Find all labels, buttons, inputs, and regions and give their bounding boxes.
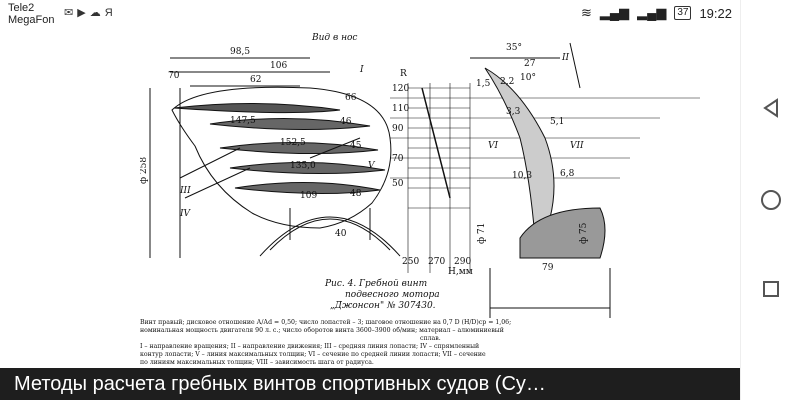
roman-5: V <box>368 161 376 171</box>
dim-40: 40 <box>335 229 347 239</box>
home-icon <box>761 190 781 210</box>
home-button[interactable] <box>758 187 784 213</box>
back-button[interactable] <box>758 95 784 121</box>
dim-62: 62 <box>250 75 261 85</box>
dim-5-1: 5,1 <box>550 117 564 127</box>
wifi-icon: ≋ <box>580 5 592 20</box>
youtube-icon: ▶ <box>77 7 86 19</box>
roman-1: I <box>359 65 364 75</box>
figure-caption-1: Рис. 4. Гребной винт <box>324 278 427 289</box>
document-title: Методы расчета гребных винтов спортивных… <box>14 373 546 395</box>
roman-7: VII <box>570 141 584 151</box>
dim-152-5: 152,5 <box>280 138 306 148</box>
figure-caption-2: подвесного мотора <box>345 290 440 300</box>
h-250: 250 <box>402 257 419 267</box>
dim-109: 109 <box>300 191 317 201</box>
desc-line-1: Винт правый; дисковое отношение А/Аd = 0… <box>140 319 511 326</box>
dim-66: 66 <box>345 93 357 103</box>
desc-line-3: сплав. <box>420 335 441 342</box>
h-290: 290 <box>454 257 471 267</box>
r-110: 110 <box>392 104 409 114</box>
r-90: 90 <box>392 124 404 134</box>
carrier-1: Tele2 <box>8 2 35 14</box>
dim-71: ф 71 <box>477 223 487 244</box>
battery-icon: 37 <box>674 6 692 20</box>
r-120: 120 <box>392 84 409 94</box>
roman-4: IV <box>179 209 192 219</box>
desc-line-5: контур лопасти; V – линия максимальных т… <box>140 351 486 358</box>
roman-2: II <box>561 53 570 63</box>
back-icon <box>763 98 778 118</box>
signal-icon-2: ▂▄▆ <box>637 5 667 20</box>
cloud-icon: ☁ <box>89 7 101 19</box>
roman-6: VI <box>488 141 498 151</box>
desc-line-2: номинальная мощность двигателя 90 л. с.;… <box>140 327 504 334</box>
document-page[interactable]: 98,5 106 62 70 147,5 152,5 135,0 109 48 … <box>0 28 740 368</box>
dim-79: 79 <box>542 263 554 273</box>
dim-6-8: 6,8 <box>560 169 575 179</box>
dim-106: 106 <box>270 61 287 71</box>
dim-75: ф 75 <box>579 222 589 244</box>
angle-35: 35° <box>506 43 522 53</box>
h-unit: Н,мм <box>448 267 473 277</box>
notification-icons: ✉ ▶ ☁ Я <box>64 6 113 20</box>
email-icon: ✉ <box>64 7 74 19</box>
r-label: R <box>400 69 407 79</box>
dim-2-2: 2,2 <box>500 77 514 87</box>
dim-45: 45 <box>350 141 362 151</box>
dim-135: 135,0 <box>290 161 316 171</box>
propeller-drawing: 98,5 106 62 70 147,5 152,5 135,0 109 48 … <box>140 33 700 366</box>
dim-147-5: 147,5 <box>230 116 256 126</box>
carrier-info: Tele2 MegaFon <box>8 2 54 26</box>
angle-10: 10° <box>520 73 536 83</box>
carrier-2: MegaFon <box>8 14 55 26</box>
desc-line-6: по линиям максимальных толщин; VIII – за… <box>140 359 374 366</box>
roman-3: III <box>179 186 191 196</box>
recents-button[interactable] <box>758 276 784 302</box>
system-status: ≋ ▂▄▆ ▂▄▆ 37 19:22 <box>581 5 732 21</box>
dim-70: 70 <box>168 71 180 81</box>
h-270: 270 <box>428 257 445 267</box>
dim-10-3: 10,3 <box>512 171 532 181</box>
figure-caption-3: „Джонсон" № 307430. <box>330 301 436 311</box>
dim-258: ф 258 <box>140 157 149 184</box>
clock: 19:22 <box>699 5 732 21</box>
r-50: 50 <box>392 179 404 189</box>
dim-1-5: 1,5 <box>476 79 491 89</box>
yandex-icon: Я <box>104 6 113 19</box>
dim-27: 27 <box>524 59 536 69</box>
signal-icon-1: ▂▄▆ <box>599 5 630 20</box>
r-70: 70 <box>392 154 404 164</box>
view-label: Вид в нос <box>311 33 357 43</box>
desc-line-4: I – направление вращения; II – направлен… <box>140 343 479 350</box>
video-caption-bar[interactable]: Методы расчета гребных винтов спортивных… <box>0 368 740 400</box>
dim-46: 46 <box>340 117 352 127</box>
status-bar: Tele2 MegaFon ✉ ▶ ☁ Я ≋ ▂▄▆ ▂▄▆ 37 19:22 <box>0 0 740 28</box>
dim-48: 48 <box>350 189 362 199</box>
dim-98-5: 98,5 <box>230 47 250 57</box>
recents-icon <box>763 281 779 297</box>
dim-3-3: 3,3 <box>506 107 521 117</box>
navigation-bar <box>740 0 800 400</box>
